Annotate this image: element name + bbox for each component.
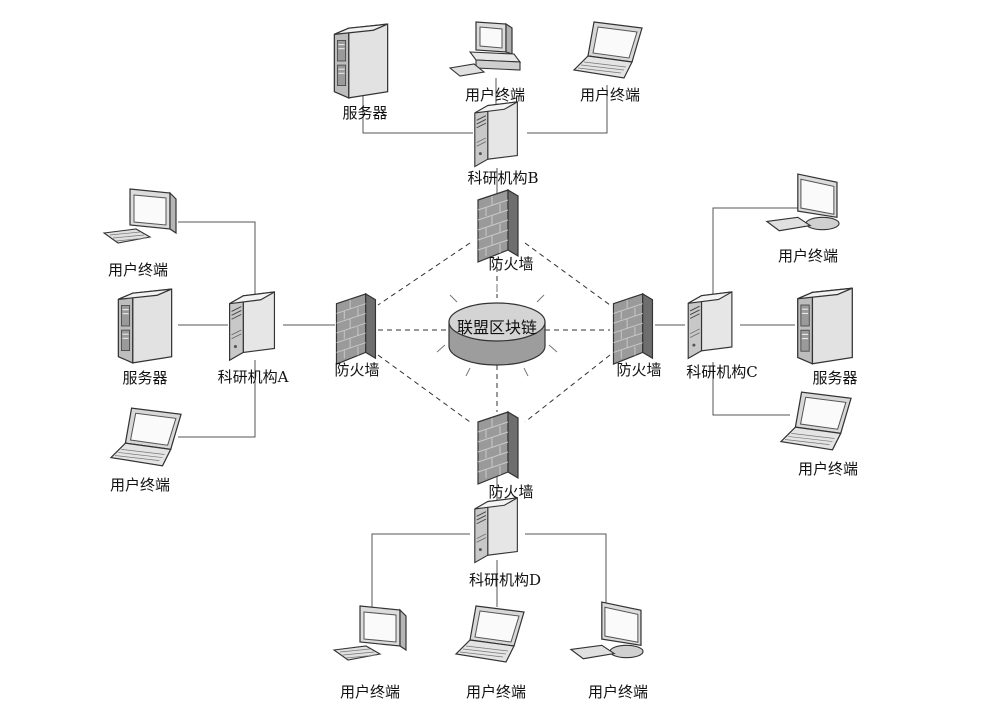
a-terminal-desktop: 用户终端: [103, 188, 177, 279]
d-terminal-desktop-label: 用户终端: [340, 683, 400, 701]
a-server-label: 服务器: [122, 369, 167, 387]
institution-c-label: 科研机构C: [686, 363, 757, 381]
solid-links: [178, 78, 800, 610]
c-terminal-flat-label: 用户终端: [778, 247, 838, 265]
dashed-links: [377, 242, 611, 423]
firewall-a: 防火墙: [334, 293, 380, 379]
institution-d: 科研机构D: [469, 497, 541, 589]
c-server-label: 服务器: [812, 369, 857, 387]
c-server: 服务器: [797, 287, 858, 387]
firewall-c: 防火墙: [612, 293, 662, 379]
d-terminal-laptop-label: 用户终端: [466, 683, 526, 701]
a-terminal-desktop-label: 用户终端: [108, 261, 168, 279]
c-terminal-laptop: 用户终端: [780, 391, 858, 478]
blockchain-hub: 联盟区块链: [436, 284, 558, 377]
b-server: 服务器: [333, 23, 389, 122]
firewall-b-label: 防火墙: [488, 255, 533, 273]
a-server: 服务器: [117, 288, 173, 387]
d-terminal-flat: 用户终端: [570, 601, 648, 701]
institution-b: 科研机构B: [467, 101, 539, 187]
d-terminal-desktop: 用户终端: [333, 605, 407, 701]
c-terminal-laptop-label: 用户终端: [798, 460, 858, 478]
c-terminal-flat: 用户终端: [766, 173, 840, 265]
a-terminal-laptop: 用户终端: [110, 407, 182, 494]
b-server-label: 服务器: [342, 104, 387, 122]
b-terminal-workstation: 用户终端: [449, 21, 525, 104]
d-terminal-laptop: 用户终端: [455, 605, 526, 701]
firewall-a-label: 防火墙: [334, 361, 379, 379]
a-terminal-laptop-label: 用户终端: [110, 476, 170, 494]
d-terminal-flat-label: 用户终端: [588, 683, 648, 701]
firewall-d: 防火墙: [477, 411, 534, 501]
b-terminal-laptop-label: 用户终端: [580, 86, 640, 104]
firewall-c-label: 防火墙: [616, 361, 661, 379]
institution-a: 科研机构A: [218, 291, 289, 386]
institution-a-label: 科研机构A: [218, 368, 289, 386]
b-terminal-workstation-label: 用户终端: [465, 86, 525, 104]
b-terminal-laptop: 用户终端: [573, 21, 643, 104]
institution-b-label: 科研机构B: [467, 169, 538, 187]
institution-d-label: 科研机构D: [469, 571, 541, 589]
firewall-b: 防火墙: [477, 189, 534, 273]
institution-c: 科研机构C: [686, 291, 758, 381]
firewall-d-label: 防火墙: [488, 483, 533, 501]
hub-label: 联盟区块链: [457, 318, 537, 337]
